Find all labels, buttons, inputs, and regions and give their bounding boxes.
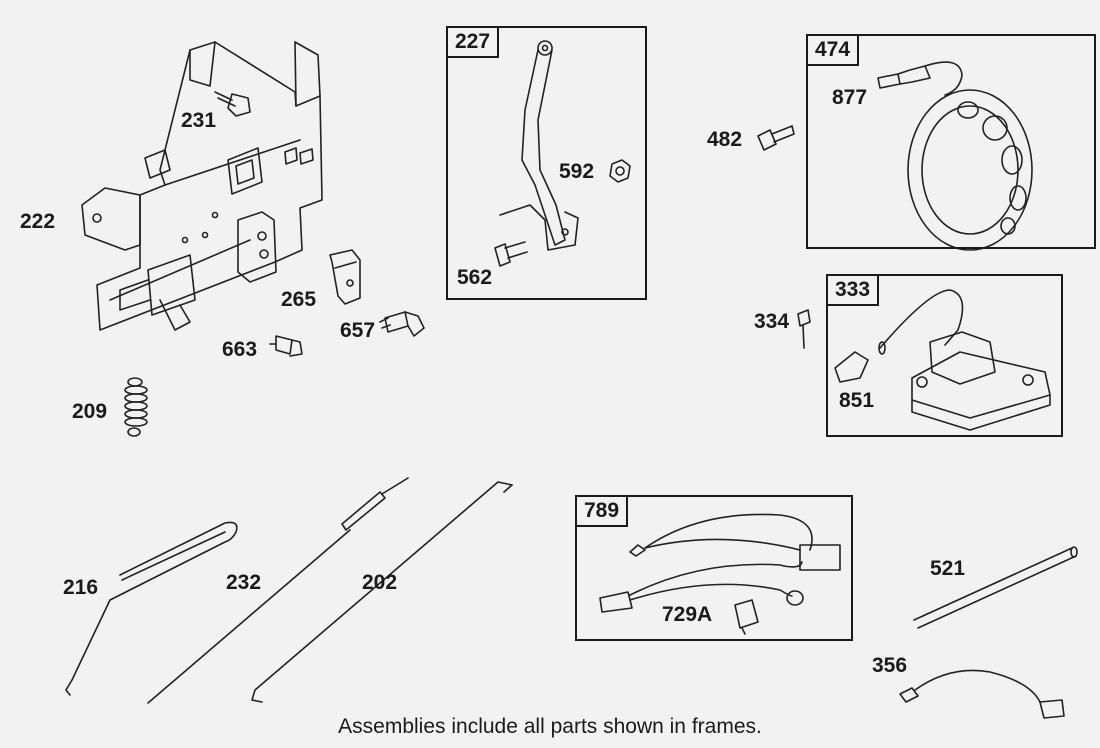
frame-474: 474 [806, 34, 1096, 249]
label-663: 663 [222, 338, 258, 361]
label-209: 209 [72, 400, 108, 423]
screw-657-drawing [379, 311, 425, 337]
label-521: 521 [930, 557, 966, 580]
wire-356-drawing [899, 669, 1065, 719]
frame-227: 227 [446, 26, 647, 300]
label-562: 562 [457, 266, 493, 289]
frame-789-tag: 789 [575, 495, 629, 527]
frame-227-tag: 227 [446, 26, 500, 58]
label-232: 232 [226, 571, 262, 594]
label-222: 222 [20, 210, 56, 233]
lever-assembly-drawing [499, 40, 579, 251]
label-356: 356 [872, 654, 908, 677]
bolt-231-drawing [214, 91, 251, 117]
armature-474-drawing [877, 61, 1033, 251]
spring-209-drawing [124, 377, 148, 437]
control-bracket-drawing [81, 41, 323, 331]
diagram-caption: Assemblies include all parts shown in fr… [338, 715, 762, 738]
screw-663-drawing [269, 335, 303, 357]
label-334: 334 [754, 310, 790, 333]
label-729A: 729A [662, 603, 713, 626]
label-592: 592 [559, 160, 595, 183]
screw-334-drawing [797, 309, 811, 349]
frame-333: 333 [826, 274, 1063, 437]
bolt-482-drawing [757, 125, 795, 151]
rod-202-drawing [251, 481, 513, 703]
rod-216-drawing [65, 521, 238, 696]
nut-592-drawing [609, 159, 631, 183]
label-851: 851 [839, 389, 875, 412]
rod-521-drawing [913, 546, 1078, 629]
label-202: 202 [362, 571, 398, 594]
label-482: 482 [707, 128, 743, 151]
label-216: 216 [63, 576, 99, 599]
bolt-562-drawing [494, 241, 528, 267]
cable-232-drawing [147, 477, 409, 704]
wire-harness-drawing [599, 513, 841, 635]
label-877: 877 [832, 86, 868, 109]
label-265: 265 [281, 288, 317, 311]
label-657: 657 [340, 319, 376, 342]
frame-789: 789 [575, 495, 853, 641]
frame-333-tag: 333 [826, 274, 880, 306]
ignition-module-drawing [834, 289, 1051, 431]
frame-474-tag: 474 [806, 34, 860, 66]
clip-265-drawing [329, 249, 361, 305]
label-231: 231 [181, 109, 217, 132]
